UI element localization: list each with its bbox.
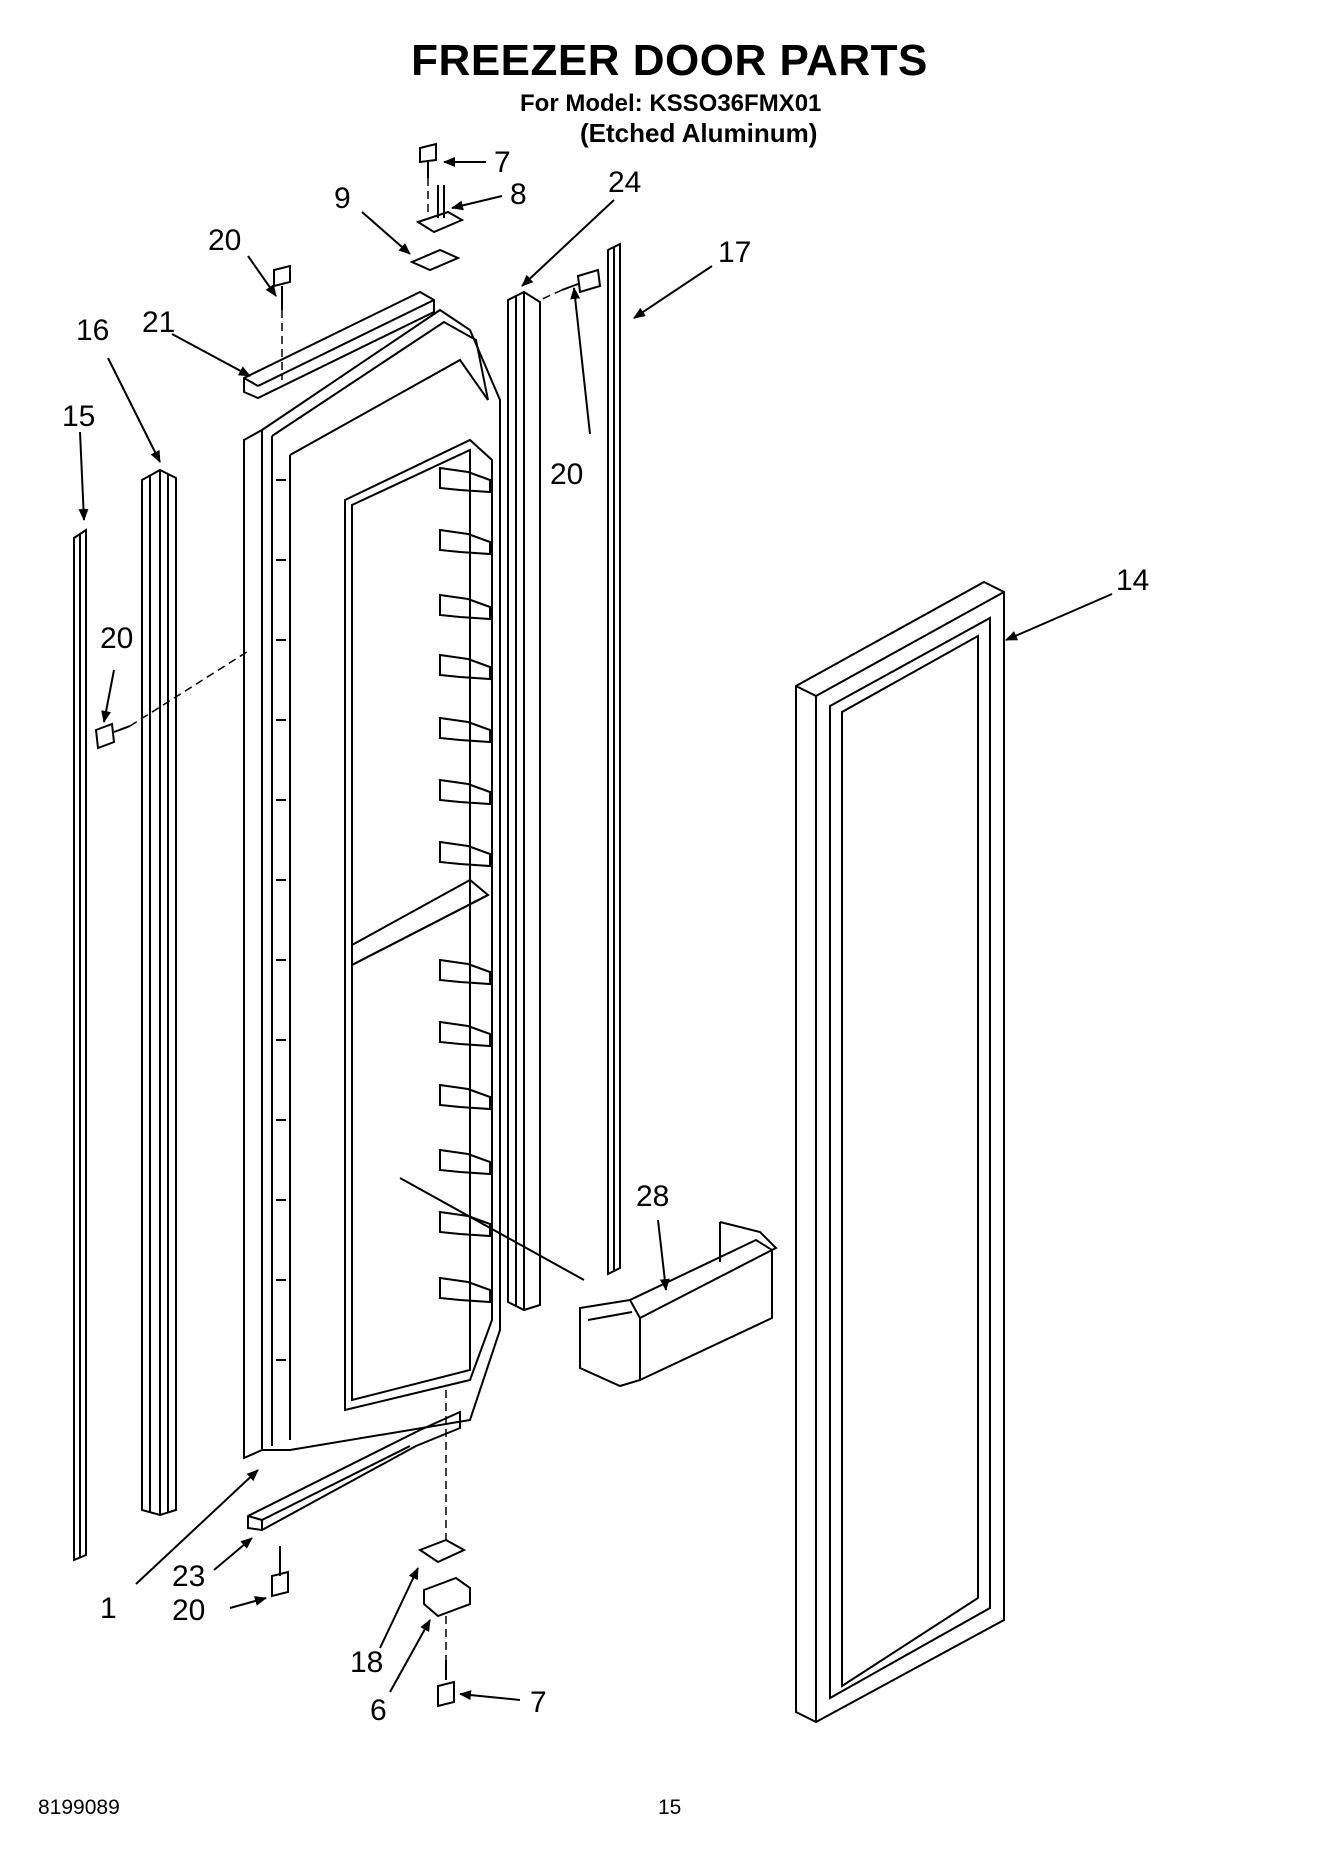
- door-liner-1: [243, 308, 501, 1460]
- callout-17: 17: [718, 236, 751, 269]
- shim-18: [417, 1538, 467, 1564]
- bin-leader: [399, 1177, 585, 1281]
- callout-20-bottom: 20: [172, 1594, 205, 1627]
- callout-14: 14: [1116, 564, 1149, 597]
- side-channel-24: [507, 290, 541, 1312]
- callout-20-right: 20: [550, 458, 583, 491]
- callout-6: 6: [370, 1694, 387, 1727]
- callout-7-top: 7: [494, 146, 511, 179]
- bottom-hinge-6: [423, 1576, 471, 1618]
- side-channel-16: [141, 468, 177, 1517]
- page-number: 15: [658, 1796, 682, 1819]
- callout-15: 15: [62, 400, 95, 433]
- screw-20-left: [94, 722, 131, 750]
- callout-20-top: 20: [208, 224, 241, 257]
- top-bracket-21: [243, 290, 435, 400]
- callout-21: 21: [142, 306, 175, 339]
- assembly-lines: [129, 178, 563, 1660]
- screw-20-bottom: [271, 1546, 289, 1598]
- callout-28: 28: [636, 1180, 669, 1213]
- callout-8: 8: [510, 178, 527, 211]
- door-panel-14: [795, 580, 1005, 1724]
- callout-18: 18: [350, 1646, 383, 1679]
- callout-23: 23: [172, 1560, 205, 1593]
- shelf-clips: [439, 466, 491, 1304]
- hinge-plate-9: [409, 248, 461, 272]
- callout-1: 1: [100, 1592, 117, 1625]
- model-line: For Model: KSSO36FMX01: [520, 90, 822, 117]
- doc-number: 8199089: [38, 1796, 120, 1819]
- screw-7-bottom: [437, 1660, 455, 1708]
- screw-20-right: [561, 268, 602, 294]
- callout-20-left: 20: [100, 622, 133, 655]
- leader-lines: [78, 157, 1113, 1701]
- trim-strip-15: [73, 528, 87, 1562]
- callout-24: 24: [608, 166, 641, 199]
- hinge-8: [415, 185, 465, 234]
- screw-20-top: [273, 264, 291, 310]
- callout-16: 16: [76, 314, 109, 347]
- callout-9: 9: [334, 182, 351, 215]
- callout-7-bottom: 7: [530, 1686, 547, 1719]
- trim-strip-17: [607, 242, 621, 1276]
- bin-28: [579, 1221, 778, 1388]
- bottom-bracket-23: [247, 1410, 461, 1532]
- screw-7-top: [419, 142, 437, 178]
- finish-line: (Etched Aluminum): [580, 118, 818, 148]
- page-title: FREEZER DOOR PARTS: [411, 36, 928, 85]
